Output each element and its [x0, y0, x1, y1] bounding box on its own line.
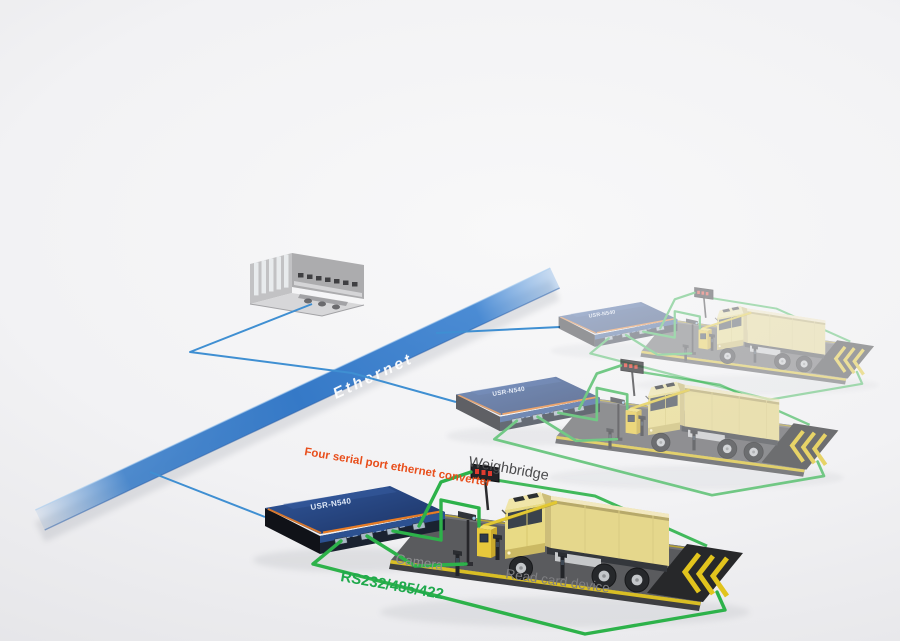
room-window-slats	[254, 254, 289, 296]
converter-caption: Four serial port ethernet converter	[304, 446, 492, 489]
room-monitor-row	[298, 273, 358, 287]
room-chairs	[304, 298, 340, 310]
scene-near	[253, 464, 750, 634]
link-far-converter	[435, 326, 561, 334]
ethernet-link-lines	[149, 303, 561, 518]
room-desk-band	[294, 281, 362, 297]
room-desks	[298, 294, 348, 306]
link-middle-converter	[351, 372, 457, 403]
link-near-converter	[149, 471, 266, 518]
control-room-illustration	[249, 253, 365, 317]
room-floor	[250, 293, 364, 316]
link-control-room	[189, 303, 353, 374]
camera-label: Camera	[395, 551, 445, 573]
ethernet-ribbon	[35, 267, 560, 531]
